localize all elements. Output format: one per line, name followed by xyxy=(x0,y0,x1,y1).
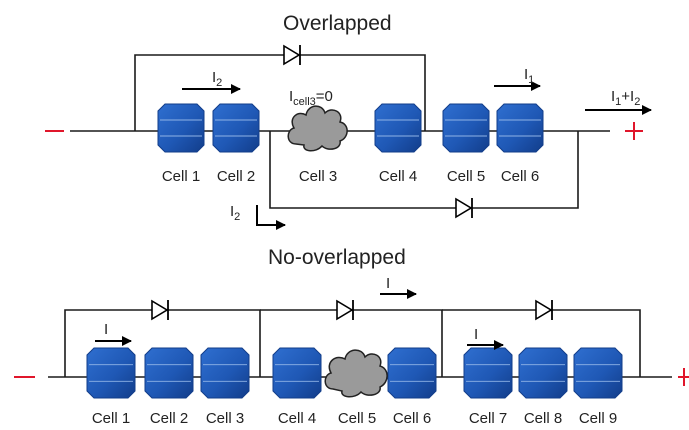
solar-cell-icon xyxy=(463,347,513,399)
shading-cloud-icon xyxy=(324,349,388,398)
bypass-diode-icon xyxy=(151,299,169,321)
cell-label: Cell 3 xyxy=(299,168,337,185)
solar-cell-icon xyxy=(442,103,490,153)
cell-label: Cell 3 xyxy=(206,410,244,427)
current-label-1: I xyxy=(104,321,108,338)
solar-cell-icon xyxy=(212,103,260,153)
cell-label: Cell 7 xyxy=(469,410,507,427)
no-overlapped-title: No-overlapped xyxy=(268,246,406,269)
shading-cloud-icon xyxy=(287,105,348,152)
cell-label: Cell 2 xyxy=(217,168,255,185)
solar-cell: Cell 4 xyxy=(272,347,322,427)
solar-cell: Cell 6 xyxy=(387,347,437,427)
cell-label: Cell 4 xyxy=(379,168,417,185)
solar-cell-icon xyxy=(144,347,194,399)
solar-cell: Cell 3 xyxy=(299,168,337,185)
solar-cell-icon xyxy=(374,103,422,153)
solar-cell: Cell 9 xyxy=(573,347,623,427)
solar-cell: Cell 3 xyxy=(200,347,250,427)
cell-label: Cell 2 xyxy=(150,410,188,427)
current-label-2: I xyxy=(386,275,390,292)
solar-cell-icon xyxy=(518,347,568,399)
solar-cell-icon xyxy=(86,347,136,399)
cell-label: Cell 1 xyxy=(92,410,130,427)
cell-label: Cell 6 xyxy=(393,410,431,427)
solar-cell: Cell 1 xyxy=(157,103,205,185)
bypass-diode-icon xyxy=(455,197,473,219)
current-arrow-icon xyxy=(256,205,286,230)
cell-label: Cell 6 xyxy=(501,168,539,185)
current-cell3-label: Icell3=0 xyxy=(289,88,333,108)
bypass-diode-icon xyxy=(535,299,553,321)
positive-terminal xyxy=(678,368,689,386)
solar-cell-icon xyxy=(157,103,205,153)
solar-cell: Cell 4 xyxy=(374,103,422,185)
solar-cell-icon xyxy=(272,347,322,399)
cell-label: Cell 1 xyxy=(162,168,200,185)
cell-label: Cell 5 xyxy=(338,410,376,427)
solar-cell-icon xyxy=(573,347,623,399)
current-i2-label: I2 xyxy=(212,69,222,89)
solar-cell: Cell 6 xyxy=(496,103,544,185)
solar-cell-icon xyxy=(200,347,250,399)
current-total-label: I1+I2 xyxy=(611,88,640,108)
cell-label: Cell 8 xyxy=(524,410,562,427)
bypass-diode-icon xyxy=(283,44,301,66)
current-i1-label: I1 xyxy=(524,66,534,86)
overlapped-cells: Cell 1 Cell 2 Cell 3 Cell 4 Cell 5 Cell 6 xyxy=(157,103,544,185)
cell-label: Cell 9 xyxy=(579,410,617,427)
overlapped-title: Overlapped xyxy=(283,12,392,35)
cell-label: Cell 5 xyxy=(447,168,485,185)
bypass-diode-icon xyxy=(336,299,354,321)
current-i2-lower-label: I2 xyxy=(230,203,240,223)
current-label-3: I xyxy=(474,326,478,343)
solar-cell: Cell 1 xyxy=(86,347,136,427)
solar-cell: Cell 5 xyxy=(442,103,490,185)
solar-cell: Cell 5 xyxy=(338,410,376,427)
solar-cell: Cell 2 xyxy=(212,103,260,185)
no-overlapped-cells: Cell 1 Cell 2 Cell 3 Cell 4 Cell 5 Cell 6 Cell… xyxy=(86,347,623,427)
solar-cell: Cell 7 xyxy=(463,347,513,427)
solar-cell-icon xyxy=(496,103,544,153)
solar-cell-icon xyxy=(387,347,437,399)
cell-label: Cell 4 xyxy=(278,410,316,427)
solar-cell: Cell 2 xyxy=(144,347,194,427)
solar-cell: Cell 8 xyxy=(518,347,568,427)
positive-terminal xyxy=(625,122,643,140)
